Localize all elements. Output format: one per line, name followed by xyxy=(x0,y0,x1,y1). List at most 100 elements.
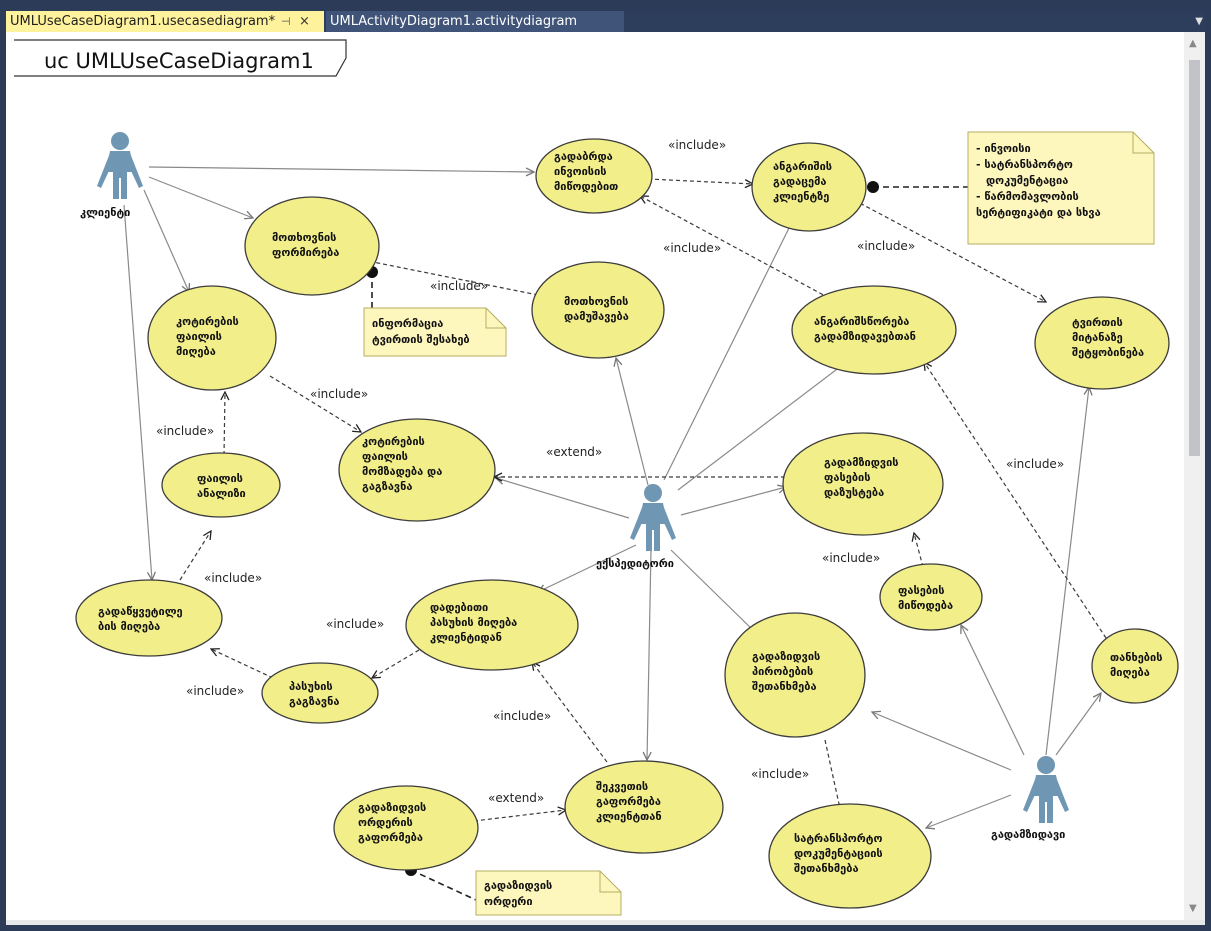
svg-text:დადებითი: დადებითი xyxy=(430,601,488,614)
scroll-up-icon[interactable]: ▲ xyxy=(1189,38,1197,49)
vertical-scrollbar[interactable]: ▲ ▼ xyxy=(1184,32,1205,920)
svg-text:«include»: «include» xyxy=(751,767,809,781)
actor-carrier[interactable]: გადამზიდავი xyxy=(991,756,1069,841)
svg-text:გაფორმება: გაფორმება xyxy=(358,831,423,844)
svg-text:ფასების: ფასების xyxy=(898,584,944,597)
document-tab-bar: UMLUseCaseDiagram1.usecasediagram* ⊣ × U… xyxy=(6,11,1205,32)
use-case-conditions[interactable]: გადაზიდვის პირობების შეთანხმება xyxy=(724,612,866,738)
svg-text:ფაილის: ფაილის xyxy=(197,472,243,485)
svg-text:- ინვოისი: - ინვოისი xyxy=(976,142,1031,155)
diagram-canvas[interactable]: uc UMLUseCaseDiagram1 xyxy=(6,32,1184,920)
pin-icon[interactable]: ⊣ xyxy=(281,15,291,28)
scroll-thumb[interactable] xyxy=(1189,60,1200,456)
svg-text:კოტირების: კოტირების xyxy=(176,315,239,328)
svg-text:ფაილის: ფაილის xyxy=(362,450,408,463)
actor-expeditor[interactable]: ექსპედიტორი xyxy=(596,484,676,570)
svg-text:«include»: «include» xyxy=(204,571,262,585)
actor-client[interactable]: კლიენტი xyxy=(80,132,143,219)
svg-text:«include»: «include» xyxy=(310,387,368,401)
use-case-contract[interactable]: შეკვეთის გაფორმება კლიენტთან xyxy=(564,760,724,854)
svg-text:მიწოდებით: მიწოდებით xyxy=(554,180,618,193)
svg-text:გადაბრდა: გადაბრდა xyxy=(554,150,613,163)
svg-text:პასუხის: პასუხის xyxy=(289,680,333,693)
use-case-price-receive[interactable]: ფასების მიწოდება xyxy=(879,563,983,631)
use-case-acceptance[interactable]: გადაწყვეტილე ბის მიღება xyxy=(75,579,223,657)
note-cargo[interactable]: ინფორმაცია ტვირთის შესახებ xyxy=(363,307,507,357)
svg-text:ტვირთის: ტვირთის xyxy=(1072,316,1123,329)
svg-text:გაგზავნა: გაგზავნა xyxy=(362,480,412,493)
associations xyxy=(123,166,1101,828)
svg-text:კოტირების: კოტირების xyxy=(362,435,425,448)
svg-text:პირობების: პირობების xyxy=(752,665,813,678)
use-case-transport-docs[interactable]: სატრანსპორტო დოკუმენტაციის შეთანხმება xyxy=(768,803,932,909)
use-case-diagram: uc UMLUseCaseDiagram1 xyxy=(14,39,1179,916)
scroll-down-icon[interactable]: ▼ xyxy=(1189,903,1197,914)
use-case-terms-file[interactable]: კოტირების ფაილის მიღება xyxy=(147,285,277,391)
dependencies xyxy=(179,178,1107,901)
tab-activity-diagram-label: UMLActivityDiagram1.activitydiagram xyxy=(330,14,578,29)
use-case-accept-client[interactable]: დადებითი პასუხის მიღება კლიენტიდან xyxy=(405,579,579,671)
note-invoice[interactable]: - ინვოისი - სატრანსპორტო დოკუმენტაცია - … xyxy=(967,131,1155,245)
svg-text:კლიენტზე: კლიენტზე xyxy=(773,190,829,203)
svg-text:მოთხოვნის: მოთხოვნის xyxy=(564,295,628,308)
svg-text:ინვოისის: ინვოისის xyxy=(554,165,607,178)
use-case-cargo-form[interactable]: მოთხოვნის ფორმირება xyxy=(244,196,380,296)
svg-text:შეკვეთის: შეკვეთის xyxy=(596,780,648,793)
use-case-terms-send[interactable]: კოტირების ფაილის მომზადება და გაგზავნა xyxy=(338,418,496,522)
tab-usecase-diagram[interactable]: UMLUseCaseDiagram1.usecasediagram* ⊣ × xyxy=(6,11,324,32)
svg-text:ანგარიშის: ანგარიშის xyxy=(773,160,832,173)
svg-text:«include»: «include» xyxy=(1006,457,1064,471)
use-case-order[interactable]: გადაზიდვის ორდერის გაფორმება xyxy=(333,785,479,871)
svg-text:მიწოდება: მიწოდება xyxy=(898,599,953,612)
svg-text:სატრანსპორტო: სატრანსპორტო xyxy=(794,832,883,845)
close-icon[interactable]: × xyxy=(299,14,310,29)
svg-text:სერტიფიკატი და სხვა: სერტიფიკატი და სხვა xyxy=(976,206,1101,219)
svg-text:ანგარიშსწორება: ანგარიშსწორება xyxy=(814,315,909,328)
svg-text:დოკუმენტაცია: დოკუმენტაცია xyxy=(986,174,1068,187)
svg-text:«extend»: «extend» xyxy=(546,445,602,459)
svg-text:გაგზავნა: გაგზავნა xyxy=(289,695,339,708)
svg-text:«include»: «include» xyxy=(822,551,880,565)
svg-text:მომზადება და: მომზადება და xyxy=(362,465,442,478)
svg-text:კლიენტთან: კლიენტთან xyxy=(596,810,662,823)
svg-text:შეტყობინება: შეტყობინება xyxy=(1072,346,1144,359)
tab-dropdown-icon[interactable]: ▼ xyxy=(1195,16,1203,27)
use-case-file-analysis[interactable]: ფაილის ანალიზი xyxy=(161,452,281,518)
svg-text:გადაზიდვის: გადაზიდვის xyxy=(484,879,552,892)
svg-text:მიღება: მიღება xyxy=(176,345,216,358)
svg-text:მიტანაზე: მიტანაზე xyxy=(1072,331,1123,344)
use-case-analytics[interactable]: ანგარიშის გადაცემა კლიენტზე xyxy=(751,142,867,232)
note-order[interactable]: გადაზიდვის ორდერი xyxy=(475,870,622,916)
svg-text:«extend»: «extend» xyxy=(488,791,544,805)
svg-text:ინფორმაცია: ინფორმაცია xyxy=(372,317,443,330)
use-case-analytics-carriers[interactable]: ანგარიშსწორება გადამზიდავებთან xyxy=(791,285,957,375)
use-case-cargo-tracking[interactable]: ტვირთის მიტანაზე შეტყობინება xyxy=(1034,296,1170,390)
frame-title: uc UMLUseCaseDiagram1 xyxy=(44,49,314,73)
use-case-reply-send[interactable]: პასუხის გაგზავნა xyxy=(261,662,379,724)
svg-text:ფასების: ფასების xyxy=(824,471,870,484)
tab-activity-diagram[interactable]: UMLActivityDiagram1.activitydiagram xyxy=(326,11,624,32)
svg-text:«include»: «include» xyxy=(326,617,384,631)
svg-text:«include»: «include» xyxy=(430,279,488,293)
svg-text:კლიენტიდან: კლიენტიდან xyxy=(430,631,502,644)
tab-usecase-diagram-label: UMLUseCaseDiagram1.usecasediagram* xyxy=(10,14,276,29)
svg-text:დოკუმენტაციის: დოკუმენტაციის xyxy=(794,847,883,860)
svg-text:ბის მიღება: ბის მიღება xyxy=(98,620,160,633)
svg-text:«include»: «include» xyxy=(663,241,721,255)
svg-text:მოთხოვნის: მოთხოვნის xyxy=(272,231,336,244)
svg-text:დამუშავება: დამუშავება xyxy=(564,310,629,323)
svg-text:- წარმომავლობის: - წარმომავლობის xyxy=(976,190,1079,203)
frame-title-box xyxy=(14,39,347,77)
svg-text:გადაცემა: გადაცემა xyxy=(773,175,827,188)
svg-text:გადაზიდვის: გადაზიდვის xyxy=(752,650,820,663)
use-case-request-processing[interactable]: მოთხოვნის დამუშავება xyxy=(531,261,665,359)
svg-text:«include»: «include» xyxy=(186,684,244,698)
actor-carrier-label: გადამზიდავი xyxy=(991,828,1065,841)
svg-text:ორდერი: ორდერი xyxy=(484,895,533,908)
use-case-invoice[interactable]: გადაბრდა ინვოისის მიწოდებით xyxy=(535,138,653,214)
svg-text:ორდერის: ორდერის xyxy=(358,816,413,829)
svg-text:თანხების: თანხების xyxy=(1110,651,1162,664)
use-case-carrier-prices[interactable]: გადამზიდვის ფასების დაზუსტება xyxy=(782,432,944,536)
use-case-cargo-receipt[interactable]: თანხების მიღება xyxy=(1091,628,1179,704)
